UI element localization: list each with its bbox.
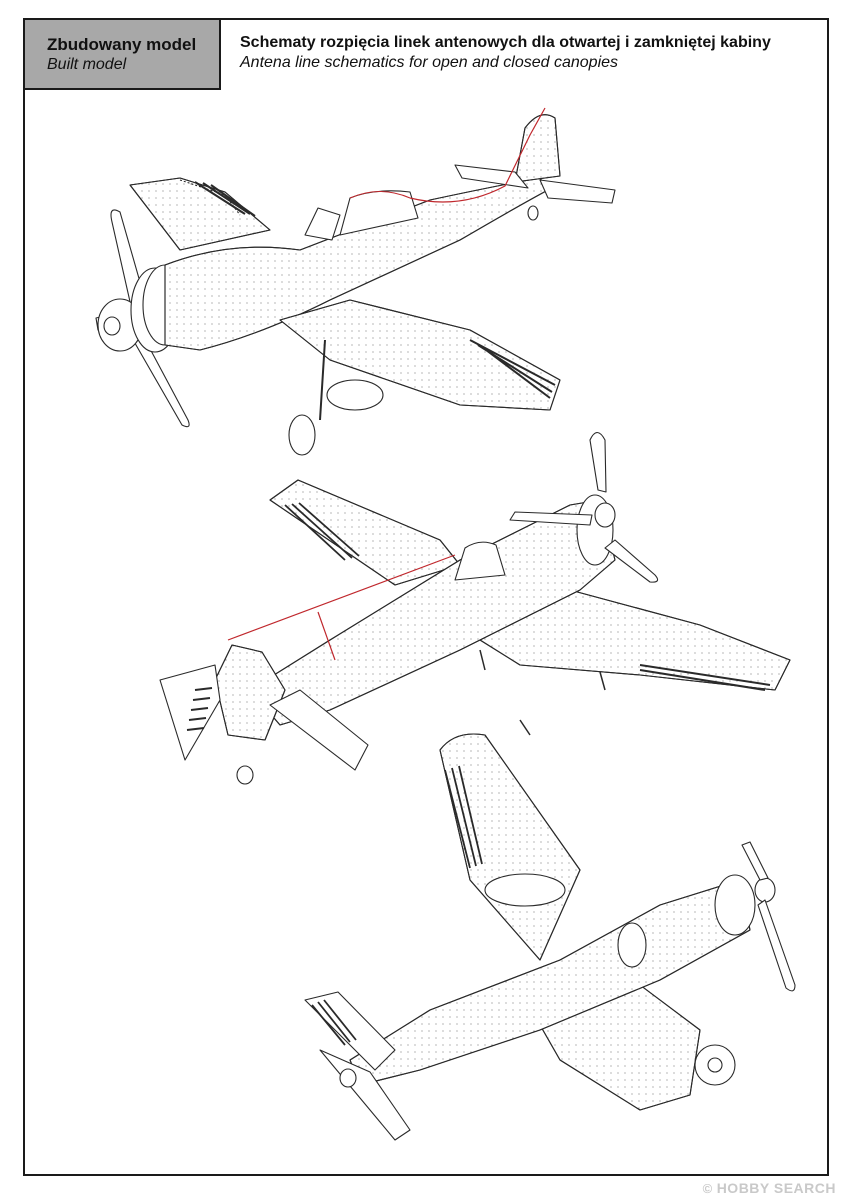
section-label-box: Zbudowany model Built model — [23, 18, 221, 90]
watermark: © HOBBY SEARCH — [703, 1180, 836, 1196]
section-subtitle: Built model — [47, 56, 127, 73]
heading-polish: Schematy rozpięcia linek antenowych dla … — [240, 34, 771, 51]
page-heading: Schematy rozpięcia linek antenowych dla … — [240, 33, 771, 73]
aircraft-open-canopy-view — [95, 107, 616, 456]
page-frame — [23, 18, 829, 1176]
heading-english: Antena line schematics for open and clos… — [240, 54, 619, 71]
aircraft-underside-view — [304, 719, 796, 1141]
copyright-icon: © — [702, 1180, 713, 1196]
watermark-text: HOBBY SEARCH — [716, 1180, 836, 1196]
aircraft-closed-canopy-view — [159, 431, 791, 785]
section-title: Zbudowany model — [47, 35, 197, 54]
